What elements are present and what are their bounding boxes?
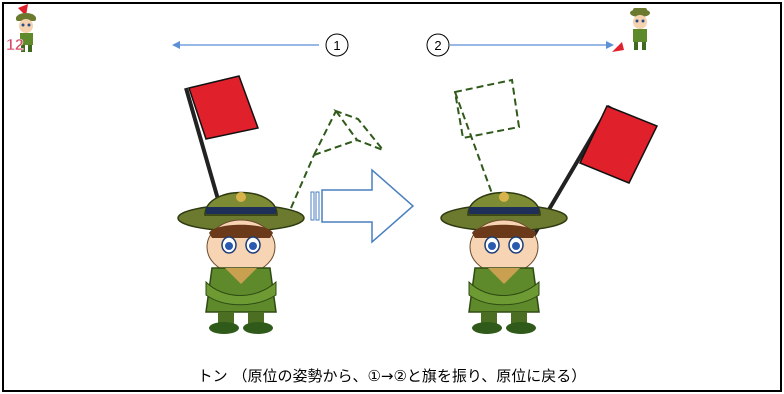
- scout-figure-right: [440, 78, 659, 334]
- red-flag-right: [578, 105, 659, 184]
- scout-figure-left: [177, 75, 387, 334]
- step-2-label: 2: [434, 38, 441, 53]
- step-1-arrow: [172, 41, 319, 49]
- corner-mascot-left-icon: [16, 4, 36, 52]
- big-right-arrow-icon: [310, 168, 415, 244]
- step-2-circle: [426, 33, 450, 57]
- step-2-arrow: [450, 41, 614, 49]
- dashed-flag-outline-left: [290, 108, 387, 209]
- red-flag-left: [188, 75, 260, 140]
- step-1-label: 1: [333, 38, 340, 53]
- caption-text: トン （原位の姿勢から、①→②と旗を振り、原位に戻る）: [197, 367, 587, 385]
- step-1-circle: [325, 33, 349, 57]
- page-number: 12: [6, 37, 24, 54]
- dashed-flag-outline-right: [453, 78, 521, 211]
- corner-mascot-right-icon: [612, 8, 650, 52]
